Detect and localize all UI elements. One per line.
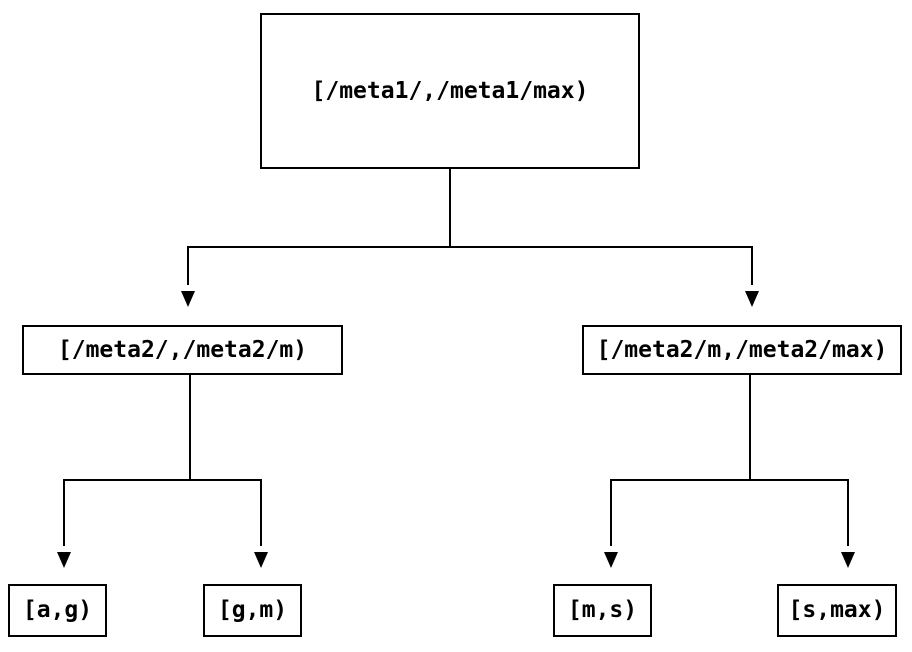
arrowhead-left-child xyxy=(181,291,195,307)
node-leaf-m-s: [m,s) xyxy=(553,584,652,637)
node-root-interval: [/meta1/,/meta1/max) xyxy=(260,13,640,169)
arrowhead-leaf-ag xyxy=(57,552,71,568)
node-meta2-lower-interval: [/meta2/,/meta2/m) xyxy=(22,325,343,375)
arrowhead-leaf-gm xyxy=(254,552,268,568)
arrowhead-leaf-smax xyxy=(841,552,855,568)
arrowhead-right-child xyxy=(745,291,759,307)
arrowhead-leaf-ms xyxy=(604,552,618,568)
node-meta2-upper-interval: [/meta2/m,/meta2/max) xyxy=(582,325,902,375)
node-leaf-g-m: [g,m) xyxy=(203,584,302,637)
node-leaf-a-g: [a,g) xyxy=(8,584,107,637)
node-leaf-s-max: [s,max) xyxy=(777,584,897,637)
